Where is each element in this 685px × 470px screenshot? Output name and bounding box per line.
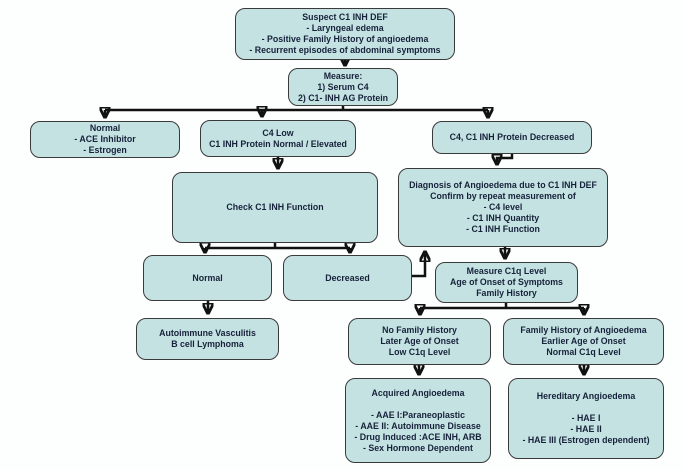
node-c4-c1-inh-decreased: C4, C1 INH Protein Decreased	[432, 121, 592, 154]
node-text-line: Low C1q Level	[388, 347, 451, 357]
node-text-line: Decreased	[325, 272, 370, 283]
node-text-line: - C1 INH Function	[466, 224, 540, 234]
node-text-line: - Estrogen	[83, 145, 127, 155]
node-text-line: - Positive Family History of angioedema	[261, 34, 429, 44]
node-text-line: - AAE I:Paraneoplastic	[370, 409, 466, 420]
node-text-line: Diagnosis of Angioedema due to C1 INH DE…	[409, 180, 597, 190]
node-text-line: Earlier Age of Onset	[541, 336, 626, 346]
node-text-line	[585, 402, 587, 413]
node-text-line: - Recurrent episodes of abdominal sympto…	[249, 45, 441, 55]
node-text-line: - HAE III (Estrogen dependent)	[522, 435, 650, 445]
node-normal-ace-estrogen: Normal- ACE Inhibitor- Estrogen	[30, 121, 180, 158]
node-text-line: 2) C1- INH AG Protein	[297, 92, 389, 103]
connector-decreased-to-diagnosis	[412, 254, 425, 278]
node-text-line: - C4 level	[483, 202, 523, 212]
node-text-line: - Sex Hormone Dependent	[363, 442, 473, 453]
node-text-line: B cell Lymphoma	[171, 339, 244, 349]
node-text-line: Hereditary Angioedema	[536, 391, 636, 401]
node-text-line: Normal	[89, 123, 121, 133]
node-text-line: - AAE II: Autoimmune Disease	[355, 420, 481, 431]
node-text-line: No Family History	[382, 325, 457, 335]
node-acquired-angioedema: Acquired Angioedema - AAE I:Paraneoplast…	[345, 378, 491, 463]
node-text-line: C4, C1 INH Protein Decreased	[449, 132, 575, 142]
node-text-line: Measure C1q Level	[466, 266, 547, 276]
node-function-decreased: Decreased	[283, 255, 412, 301]
node-text-line	[417, 399, 419, 410]
node-text-line: Suspect C1 INH DEF	[302, 12, 388, 22]
node-text-line: Normal	[192, 272, 223, 283]
connector-c4dec-to-diagnosis	[497, 154, 514, 162]
node-text-line: - C1 INH Quantity	[466, 213, 540, 223]
node-text-line: - Drug Induced :ACE INH, ARB	[354, 431, 482, 442]
node-hereditary-angioedema: Hereditary Angioedema - HAE I- HAE II- H…	[508, 378, 664, 459]
node-text-line: - ACE Inhibitor	[74, 134, 136, 144]
node-function-normal: Normal	[143, 255, 272, 301]
node-text-line: C4 Low	[262, 127, 294, 138]
node-text-line: Autoimmune Vasculitis	[159, 328, 256, 338]
node-text-line: - Laryngeal edema	[306, 23, 384, 33]
node-text-line: - HAE II	[570, 424, 602, 434]
node-text-line: Acquired Angioedema	[371, 387, 465, 398]
connector-check-branch-trunk	[205, 243, 350, 250]
node-text-line: Family History of Angioedema	[520, 325, 647, 335]
node-suspect-c1-inh-def: Suspect C1 INH DEF- Laryngeal edema- Pos…	[235, 8, 455, 60]
node-diagnosis-c1-inh-def: Diagnosis of Angioedema due to C1 INH DE…	[398, 168, 608, 247]
connector-measure-branch-trunk	[105, 106, 488, 112]
node-text-line: Later Age of Onset	[380, 336, 459, 346]
node-check-c1-inh-function: Check C1 INH Function	[172, 172, 378, 243]
node-text-line: Check C1 INH Function	[226, 202, 324, 212]
node-text-line: Measure:	[323, 70, 363, 81]
node-text-line: Family History	[476, 288, 537, 298]
node-text-line: Confirm by repeat measurement of	[430, 191, 576, 201]
node-text-line: 1) Serum C4	[317, 81, 369, 92]
connector-c1q-branch-trunk	[420, 303, 584, 310]
node-text-line: C1 INH Protein Normal / Elevated	[209, 138, 347, 149]
node-text-line: Age of Onset of Symptoms	[450, 277, 563, 287]
node-text-line: Normal C1q Level	[546, 347, 621, 357]
node-text-line: - HAE I	[571, 413, 601, 423]
